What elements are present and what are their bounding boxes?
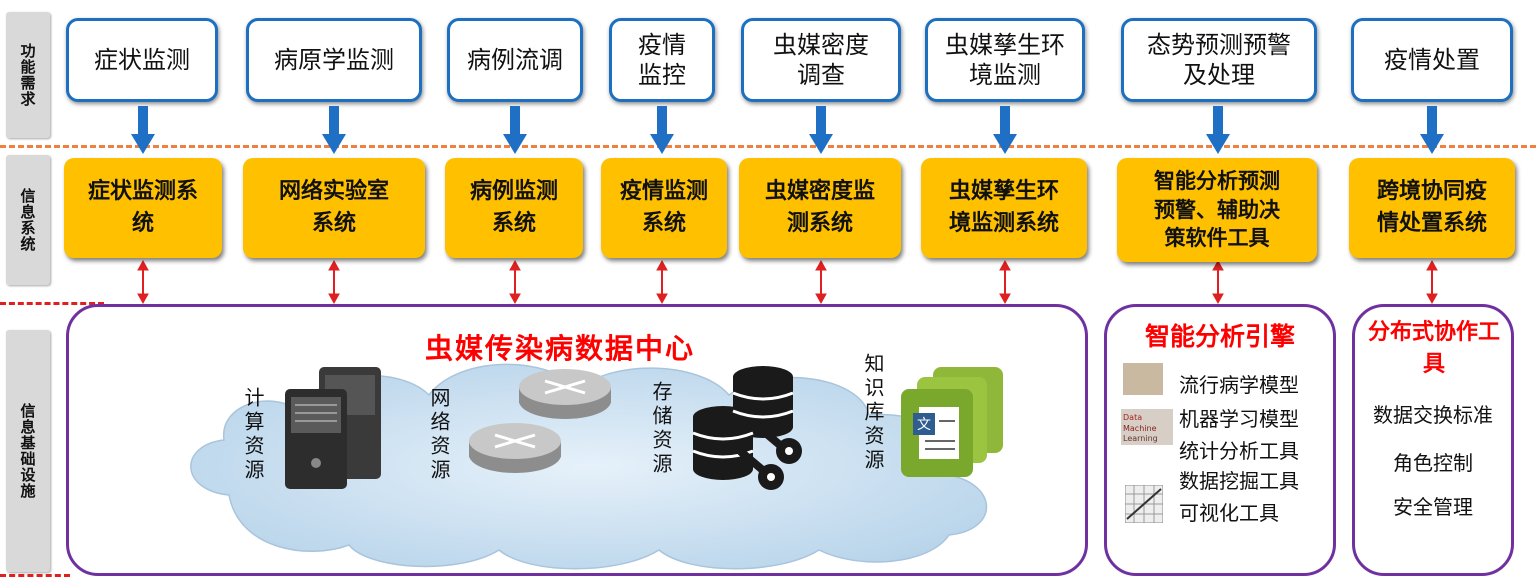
collab-item-security: 安全管理 — [1393, 495, 1473, 519]
separator-requirements-systems — [0, 145, 1536, 148]
system-cross-border: 跨境协同疫 情处置系统 — [1349, 158, 1515, 258]
arrow-tip-down-0 — [137, 293, 149, 305]
down-arrow-shaft-2 — [510, 106, 520, 136]
tool-visualization: 可视化工具 — [1179, 501, 1279, 525]
analysis-engine-title: 智能分析引擎 — [1144, 322, 1295, 351]
tool-machine-learning-model: 机器学习模型 — [1179, 407, 1299, 431]
tool-data-mining: 数据挖掘工具 — [1179, 469, 1299, 493]
down-arrow-head-0 — [131, 134, 155, 154]
down-arrow-shaft-4 — [816, 106, 826, 136]
arrow-tip-up-3 — [656, 259, 668, 271]
label-information-systems: 信息系统 — [6, 155, 50, 285]
down-arrow-head-2 — [503, 134, 527, 154]
down-arrow-shaft-7 — [1427, 106, 1437, 136]
down-arrow-shaft-5 — [1000, 106, 1010, 136]
arrow-tip-up-4 — [815, 259, 827, 271]
collab-tools-container: 分布式协作工具 数据交换标准 角色控制 安全管理 — [1352, 304, 1514, 576]
down-arrow-head-3 — [650, 134, 674, 154]
arrow-tip-up-7 — [1426, 259, 1438, 271]
data-center-container: 虫媒传染病数据中心 计算资源 网络资源 存储资源 — [66, 304, 1088, 576]
arrow-tip-up-0 — [137, 259, 149, 271]
tool-statistical-analysis: 统计分析工具 — [1179, 439, 1299, 463]
arrow-tip-up-6 — [1212, 259, 1224, 271]
system-network-lab: 网络实验室 系统 — [243, 158, 425, 258]
system-intelligent-analysis: 智能分析预测 预警、辅助决 策软件工具 — [1117, 158, 1317, 262]
epidemiology-thumbnail — [1123, 363, 1163, 395]
req-pathogen-monitoring: 病原学监测 — [246, 18, 422, 102]
system-vector-density: 虫媒密度监 测系统 — [739, 158, 901, 258]
down-arrow-head-1 — [322, 134, 346, 154]
arrow-tip-up-5 — [999, 259, 1011, 271]
tool-epidemiology-model: 流行病学模型 — [1179, 373, 1299, 397]
down-arrow-head-5 — [993, 134, 1017, 154]
down-arrow-head-4 — [809, 134, 833, 154]
separator-bottom — [0, 574, 70, 577]
req-vector-density: 虫媒密度 调查 — [741, 18, 901, 102]
arrow-tip-down-4 — [815, 293, 827, 305]
down-arrow-head-7 — [1420, 134, 1444, 154]
req-breeding-environment: 虫媒孳生环 境监测 — [925, 18, 1085, 102]
database-key-icon — [692, 366, 802, 490]
system-case: 病例监测 系统 — [445, 158, 583, 258]
arrow-tip-up-2 — [509, 259, 521, 271]
server-icon — [285, 367, 381, 489]
system-breeding-environment: 虫媒孳生环 境监测系统 — [921, 158, 1087, 258]
req-epidemic-response: 疫情处置 — [1351, 18, 1513, 102]
arrow-tip-down-5 — [999, 293, 1011, 305]
visualization-thumbnail — [1125, 485, 1163, 523]
system-epidemic: 疫情监测 系统 — [601, 158, 727, 258]
req-situation-forecast: 态势预测预警 及处理 — [1121, 18, 1317, 102]
down-arrow-shaft-6 — [1213, 106, 1223, 136]
down-arrow-head-6 — [1206, 134, 1230, 154]
arrow-tip-down-2 — [509, 293, 521, 305]
down-arrow-shaft-1 — [329, 106, 339, 136]
req-symptom-monitoring: 症状监测 — [66, 18, 218, 102]
arrow-tip-down-6 — [1212, 293, 1224, 305]
system-symptom: 症状监测系 统 — [64, 158, 222, 258]
collab-item-role-control: 角色控制 — [1393, 451, 1473, 475]
label-infrastructure: 信息基础设施 — [6, 330, 50, 572]
separator-systems-infra — [0, 302, 104, 305]
arrow-tip-down-1 — [328, 293, 340, 305]
down-arrow-shaft-0 — [138, 106, 148, 136]
router-icon — [469, 369, 611, 473]
svg-text:Machine: Machine — [1123, 424, 1157, 433]
label-storage-resources: 存储资源 — [649, 381, 673, 477]
label-compute-resources: 计算资源 — [241, 387, 265, 483]
data-center-title: 虫媒传染病数据中心 — [425, 332, 696, 365]
arrow-tip-down-7 — [1426, 293, 1438, 305]
req-case-investigation: 病例流调 — [447, 18, 583, 102]
collab-tools-title: 分布式协作工具 — [1367, 319, 1500, 377]
req-epidemic-control: 疫情 监控 — [609, 18, 715, 102]
arrow-tip-down-3 — [656, 293, 668, 305]
collab-item-data-exchange: 数据交换标准 — [1373, 403, 1493, 427]
label-network-resources: 网络资源 — [427, 387, 451, 483]
label-functional-requirements: 功能需求 — [6, 12, 50, 138]
svg-text:Data: Data — [1123, 413, 1142, 422]
arrow-tip-up-1 — [328, 259, 340, 271]
svg-text:文: 文 — [917, 417, 931, 433]
svg-text:Learning: Learning — [1123, 434, 1158, 443]
label-knowledge-resources: 知识库资源 — [861, 353, 885, 473]
down-arrow-shaft-3 — [657, 106, 667, 136]
document-icon: 文 — [901, 367, 1003, 477]
